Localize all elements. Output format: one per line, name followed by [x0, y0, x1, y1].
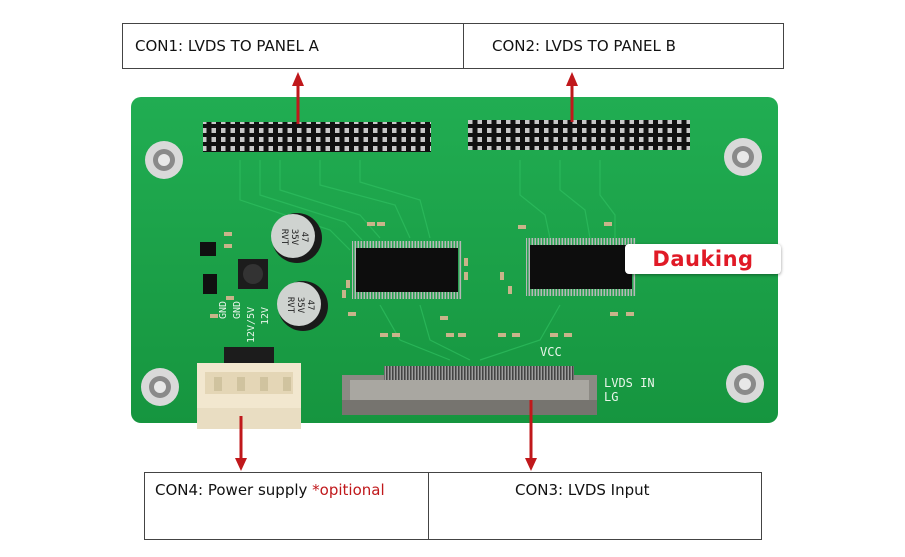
con1-header	[203, 122, 431, 152]
label-con4-text: CON4: Power supply	[155, 481, 313, 499]
arrow-con1	[292, 72, 304, 124]
con3-connector	[342, 366, 597, 415]
arrow-con2	[566, 72, 578, 122]
label-con1-text: CON1: LVDS TO PANEL A	[135, 37, 319, 55]
mounting-hole-bottom-left	[141, 368, 179, 406]
brand-logo-text: Dauking	[652, 247, 754, 271]
label-con1: CON1: LVDS TO PANEL A	[123, 24, 464, 68]
label-con3-text: CON3: LVDS Input	[515, 481, 650, 499]
label-con3: CON3: LVDS Input	[429, 473, 761, 539]
arrow-con3	[525, 400, 537, 471]
smd-components	[210, 222, 634, 337]
label-con2-text: CON2: LVDS TO PANEL B	[492, 37, 676, 55]
pin-label-2: GND	[232, 300, 243, 319]
lvds-in-label: LVDS IN	[604, 376, 655, 390]
capacitor-ec1	[271, 213, 322, 263]
label-con4: CON4: Power supply *opitional	[145, 473, 429, 539]
label-con4-optional: *opitional	[312, 481, 385, 499]
capacitor-ec2	[277, 281, 328, 331]
arrow-con4	[235, 416, 247, 471]
con4-connector	[197, 347, 301, 429]
chip-u3	[203, 274, 217, 294]
bottom-label-table: CON4: Power supply *opitional CON3: LVDS…	[144, 472, 762, 540]
chip-u1	[352, 241, 462, 299]
pin-label-3: 12V/5V	[246, 306, 257, 343]
mounting-hole-top-left	[145, 141, 183, 179]
vcc-label: VCC	[540, 345, 562, 359]
lg-label: LG	[604, 390, 619, 404]
chip-u4	[200, 242, 216, 256]
mounting-hole-bottom-right	[726, 365, 764, 403]
chip-u2	[526, 238, 636, 296]
con2-header	[468, 120, 690, 150]
capacitor-ec2-label: 47 35V RVT	[285, 296, 315, 314]
pcb-traces	[239, 160, 616, 361]
pin-label-1: GND	[218, 300, 229, 319]
top-label-table: CON1: LVDS TO PANEL A CON2: LVDS TO PANE…	[122, 23, 784, 69]
brand-badge: Dauking	[625, 244, 781, 274]
mounting-hole-top-right	[724, 138, 762, 176]
con4-pin-labels: GND GND 12V/5V 12V	[218, 297, 288, 345]
label-con2: CON2: LVDS TO PANEL B	[464, 24, 783, 68]
pin-label-4: 12V	[260, 306, 271, 325]
inductor-l1	[238, 259, 268, 289]
capacitor-ec1-label: 47 35V RVT	[279, 228, 309, 246]
